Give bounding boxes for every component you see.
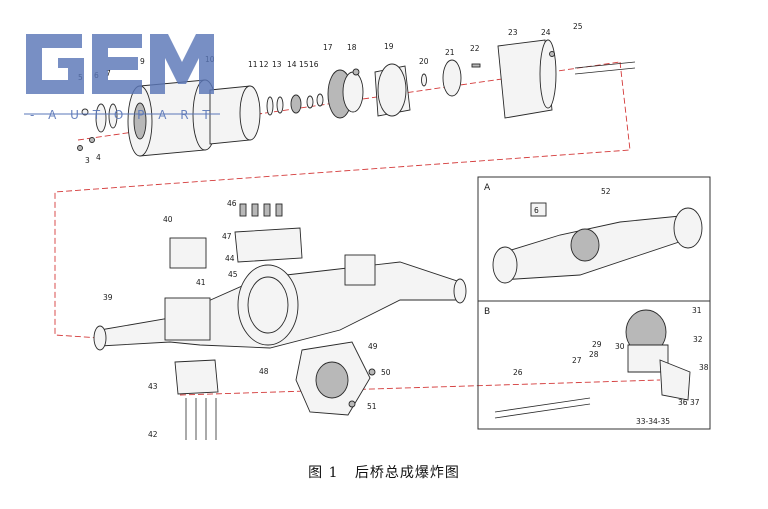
part-label: 21	[445, 48, 455, 57]
part-label: 48	[259, 367, 269, 376]
part-label: 23	[508, 28, 518, 37]
inset-a	[477, 176, 711, 302]
part-label: 51	[367, 402, 377, 411]
part-label: 50	[381, 368, 391, 377]
part-label: 19	[384, 42, 394, 51]
part-label: 31	[692, 306, 702, 315]
caption-title: 后桥总成爆炸图	[354, 465, 460, 481]
part-label: 46	[227, 199, 237, 208]
figure-caption: 图 1 后桥总成爆炸图	[0, 462, 768, 482]
part-label: 42	[148, 430, 158, 439]
part-label: 44	[225, 254, 235, 263]
part-label: 29	[592, 340, 602, 349]
part-label: 14	[287, 60, 297, 69]
part-label: 16	[309, 60, 319, 69]
part-label: 41	[196, 278, 206, 287]
part-label: 28	[589, 350, 599, 359]
part-label: 11	[248, 60, 258, 69]
part-label: 36	[678, 398, 688, 407]
inset-a-label: A	[484, 183, 491, 193]
part-label: 49	[368, 342, 378, 351]
part-label: 25	[573, 22, 583, 31]
part-label: 20	[419, 57, 429, 66]
part-label: 9	[140, 57, 145, 66]
part-label: 17	[323, 43, 333, 52]
part-label: 24	[541, 28, 551, 37]
part-label: 30	[615, 342, 625, 351]
part-label: 43	[148, 382, 158, 391]
part-label: 47	[222, 232, 232, 241]
part-label: 39	[103, 293, 113, 302]
part-label: 45	[228, 270, 238, 279]
part-label: 40	[163, 215, 173, 224]
part-label: 38	[699, 363, 709, 372]
part-label: 7	[106, 69, 111, 78]
hub-brake-parts	[77, 39, 636, 157]
part-label: 27	[572, 356, 582, 365]
gem-auto-parts-logo: - A U T O P A R T S	[22, 28, 231, 138]
part-label: 33-34-35	[636, 417, 670, 426]
part-label: 4	[96, 153, 101, 162]
inset-b	[477, 300, 711, 430]
part-label: 32	[693, 335, 703, 344]
part-label: 6	[534, 206, 539, 215]
part-label: 12	[259, 60, 269, 69]
part-label: 15	[299, 60, 309, 69]
part-label: 22	[470, 44, 480, 53]
part-label: 26	[513, 368, 523, 377]
part-label: 3	[85, 156, 90, 165]
part-label: 18	[347, 43, 357, 52]
part-label: 13	[272, 60, 282, 69]
part-label: 37	[690, 398, 700, 407]
part-label: 52	[601, 187, 611, 196]
part-labels: 5 6 7 3 4 9 10 11 12 13 14 15 16 17 18 1…	[78, 22, 709, 439]
inset-b-label: B	[484, 307, 490, 317]
caption-figure-number: 图 1	[308, 465, 339, 481]
axle-housing	[93, 203, 467, 440]
svg-text:- A U T O P A R T S: - A U T O P A R T S	[30, 108, 222, 122]
